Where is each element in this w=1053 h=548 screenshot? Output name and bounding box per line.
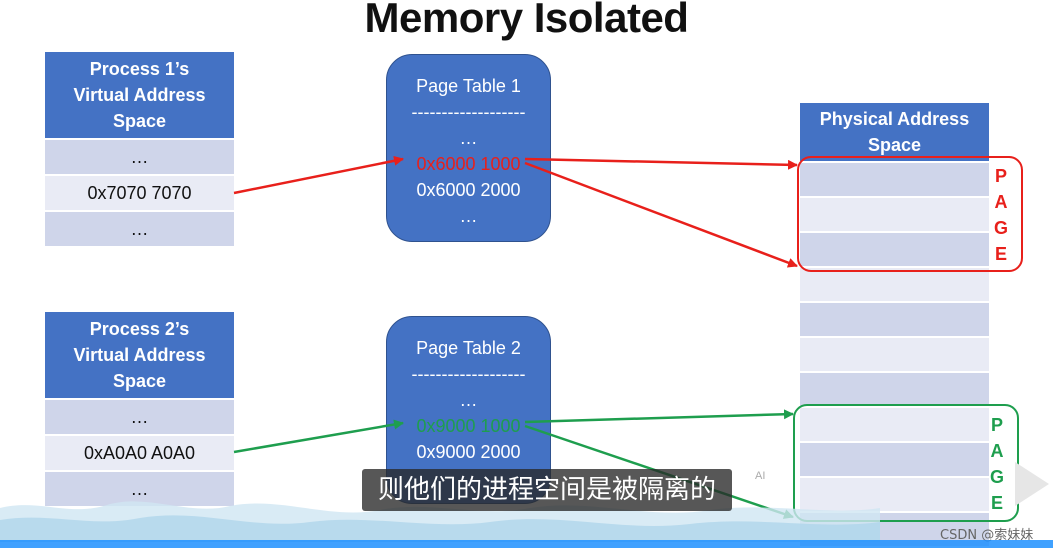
process2-row-address: 0xA0A0 A0A0 <box>45 434 234 470</box>
physical-header-line2: Space <box>867 135 922 155</box>
diagram-title: Memory Isolated <box>364 0 689 41</box>
process1-row: … <box>45 138 234 174</box>
page-table-1-entry-mapped: 0x6000 1000 <box>416 154 521 174</box>
page-letter: E <box>990 493 1003 513</box>
page-table-1: Page Table 1 ------------------- … 0x600… <box>386 54 551 242</box>
physical-frame <box>800 196 989 231</box>
page-table-2-entry: … <box>459 390 478 410</box>
decorative-wave <box>0 501 880 542</box>
arrow-va1-to-pt1 <box>233 155 404 195</box>
process1-header-line1: Process 1’s <box>89 59 190 79</box>
process2-row: … <box>45 398 234 434</box>
page-label-red: P A G E <box>991 163 1011 267</box>
page-table-1-entry: … <box>459 206 478 226</box>
arrow-pt1-to-page-bottom <box>524 161 798 268</box>
video-subtitle: 则他们的进程空间是被隔离的 <box>362 469 733 511</box>
page-table-2-entry: 0x9000 2000 <box>416 442 521 462</box>
page-letter: E <box>994 244 1007 264</box>
page-table-2-divider: ------------------- <box>411 364 526 384</box>
physical-frame <box>800 476 989 511</box>
page-label-green: P A G E <box>987 412 1007 516</box>
page-letter: G <box>993 218 1008 238</box>
physical-frame <box>800 371 989 406</box>
physical-frame <box>800 231 989 266</box>
physical-frame <box>800 441 989 476</box>
process2-header-line3: Space <box>112 371 167 391</box>
process2-row: … <box>45 470 234 506</box>
physical-frame <box>800 161 989 196</box>
physical-frame <box>800 406 989 441</box>
physical-address-space: Physical Address Space <box>800 103 989 546</box>
process1-header-line2: Virtual Address <box>73 85 206 105</box>
physical-frame <box>800 301 989 336</box>
process1-row-address: 0x7070 7070 <box>45 174 234 210</box>
page-letter: P <box>990 415 1003 435</box>
page-letter: A <box>990 441 1004 461</box>
arrow-pt2-to-page-top <box>524 409 794 424</box>
page-letter: G <box>989 467 1004 487</box>
process1-header-line3: Space <box>112 111 167 131</box>
page-box-red <box>797 156 1023 272</box>
arrow-pt1-to-page-top <box>524 157 798 170</box>
page-table-1-entry: … <box>459 128 478 148</box>
page-letter: A <box>994 192 1008 212</box>
physical-frame <box>800 336 989 371</box>
page-letter: P <box>994 166 1007 186</box>
page-table-2-entry-mapped: 0x9000 1000 <box>416 416 521 436</box>
physical-header: Physical Address Space <box>800 103 989 161</box>
page-table-1-divider: ------------------- <box>411 102 526 122</box>
process2-address-space: Process 2’s Virtual Address Space … 0xA0… <box>45 312 234 506</box>
page-table-1-title: Page Table 1 <box>416 76 521 96</box>
progress-bar[interactable] <box>0 540 1053 548</box>
process1-header: Process 1’s Virtual Address Space <box>45 52 234 138</box>
process1-address-space: Process 1’s Virtual Address Space … 0x70… <box>45 52 234 246</box>
ai-mark: AI <box>755 470 766 482</box>
physical-header-line1: Physical Address <box>819 109 970 129</box>
page-table-2-title: Page Table 2 <box>416 338 521 358</box>
arrow-va2-to-pt2 <box>233 419 404 454</box>
page-table-1-entry: 0x6000 2000 <box>416 180 521 200</box>
process1-row: … <box>45 210 234 246</box>
process2-header-line2: Virtual Address <box>73 345 206 365</box>
process2-header-line1: Process 2’s <box>89 319 190 339</box>
play-icon[interactable] <box>1015 462 1049 506</box>
process2-header: Process 2’s Virtual Address Space <box>45 312 234 398</box>
watermark: CSDN @索妹妹 <box>940 528 1034 543</box>
